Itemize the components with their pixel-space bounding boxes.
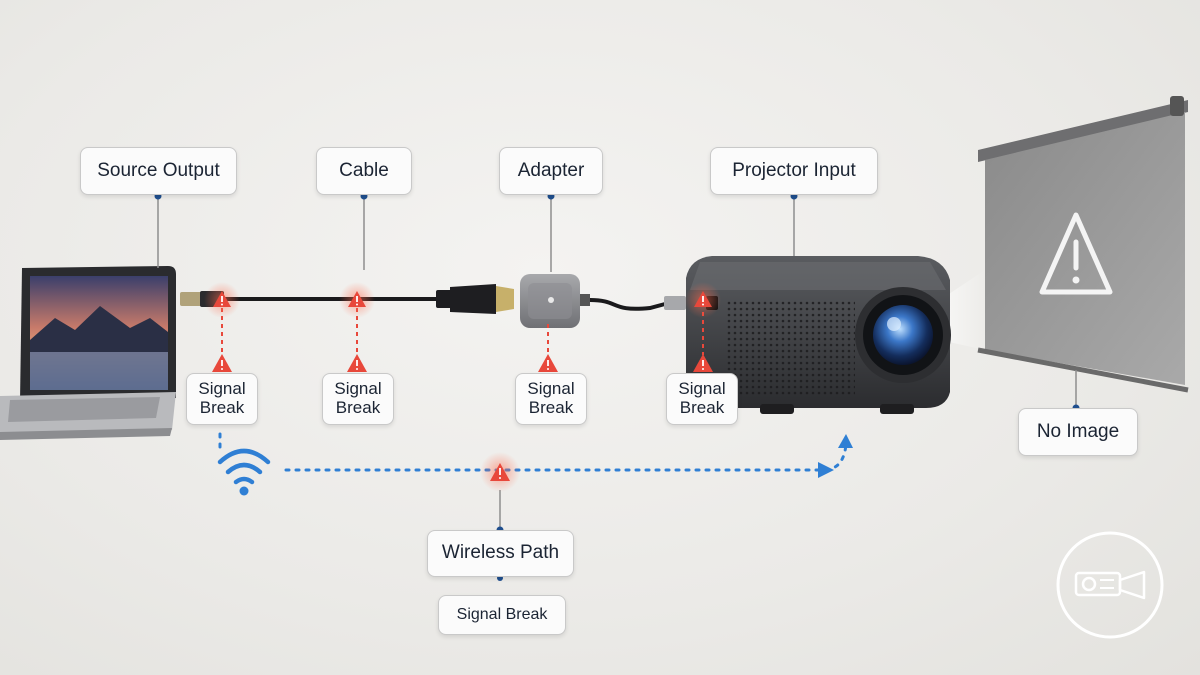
warning-triangle-icon xyxy=(348,291,366,307)
warning-triangle-icon xyxy=(1039,212,1113,295)
signal-break-label: Signal Break xyxy=(186,373,258,425)
label-wireless-path: Wireless Path xyxy=(427,530,574,577)
warning-triangle-icon xyxy=(693,354,713,372)
break-dashed-lines xyxy=(221,308,704,355)
signal-break-label: Signal Break xyxy=(666,373,738,425)
warning-triangle-icon xyxy=(490,463,510,481)
warning-glows xyxy=(204,282,721,492)
adapter-device xyxy=(520,274,686,328)
warning-triangle-icon xyxy=(538,354,558,372)
laptop xyxy=(0,266,176,440)
signal-break-text: Signal Break xyxy=(527,379,575,417)
label-cable: Cable xyxy=(316,147,412,195)
projection-screen xyxy=(977,96,1189,393)
signal-break-label: Signal Break xyxy=(515,373,587,425)
wifi-icon xyxy=(217,448,271,485)
signal-break-text: Signal Break xyxy=(198,379,246,417)
warning-triangle-icon xyxy=(347,354,367,372)
warning-triangle-icon xyxy=(212,354,232,372)
arrow-icon xyxy=(818,462,834,478)
signal-break-label: Signal Break xyxy=(322,373,394,425)
wifi-dot xyxy=(239,486,249,496)
label-source-output: Source Output xyxy=(80,147,237,195)
projector xyxy=(686,256,951,414)
warning-triangle-icon xyxy=(213,291,231,307)
warning-triangle-icon xyxy=(694,291,712,307)
wireless-path-line xyxy=(218,432,848,472)
label-wireless-signal-break: Signal Break xyxy=(438,595,566,635)
arrow-icon xyxy=(838,434,853,448)
projector-beam xyxy=(940,270,985,350)
label-adapter: Adapter xyxy=(499,147,603,195)
label-projector-input: Projector Input xyxy=(710,147,878,195)
label-no-image: No Image xyxy=(1018,408,1138,456)
projector-logo-icon xyxy=(1056,531,1164,639)
signal-break-text: Signal Break xyxy=(334,379,382,417)
callout-connectors xyxy=(157,196,1077,530)
signal-break-text: Signal Break xyxy=(678,379,726,417)
